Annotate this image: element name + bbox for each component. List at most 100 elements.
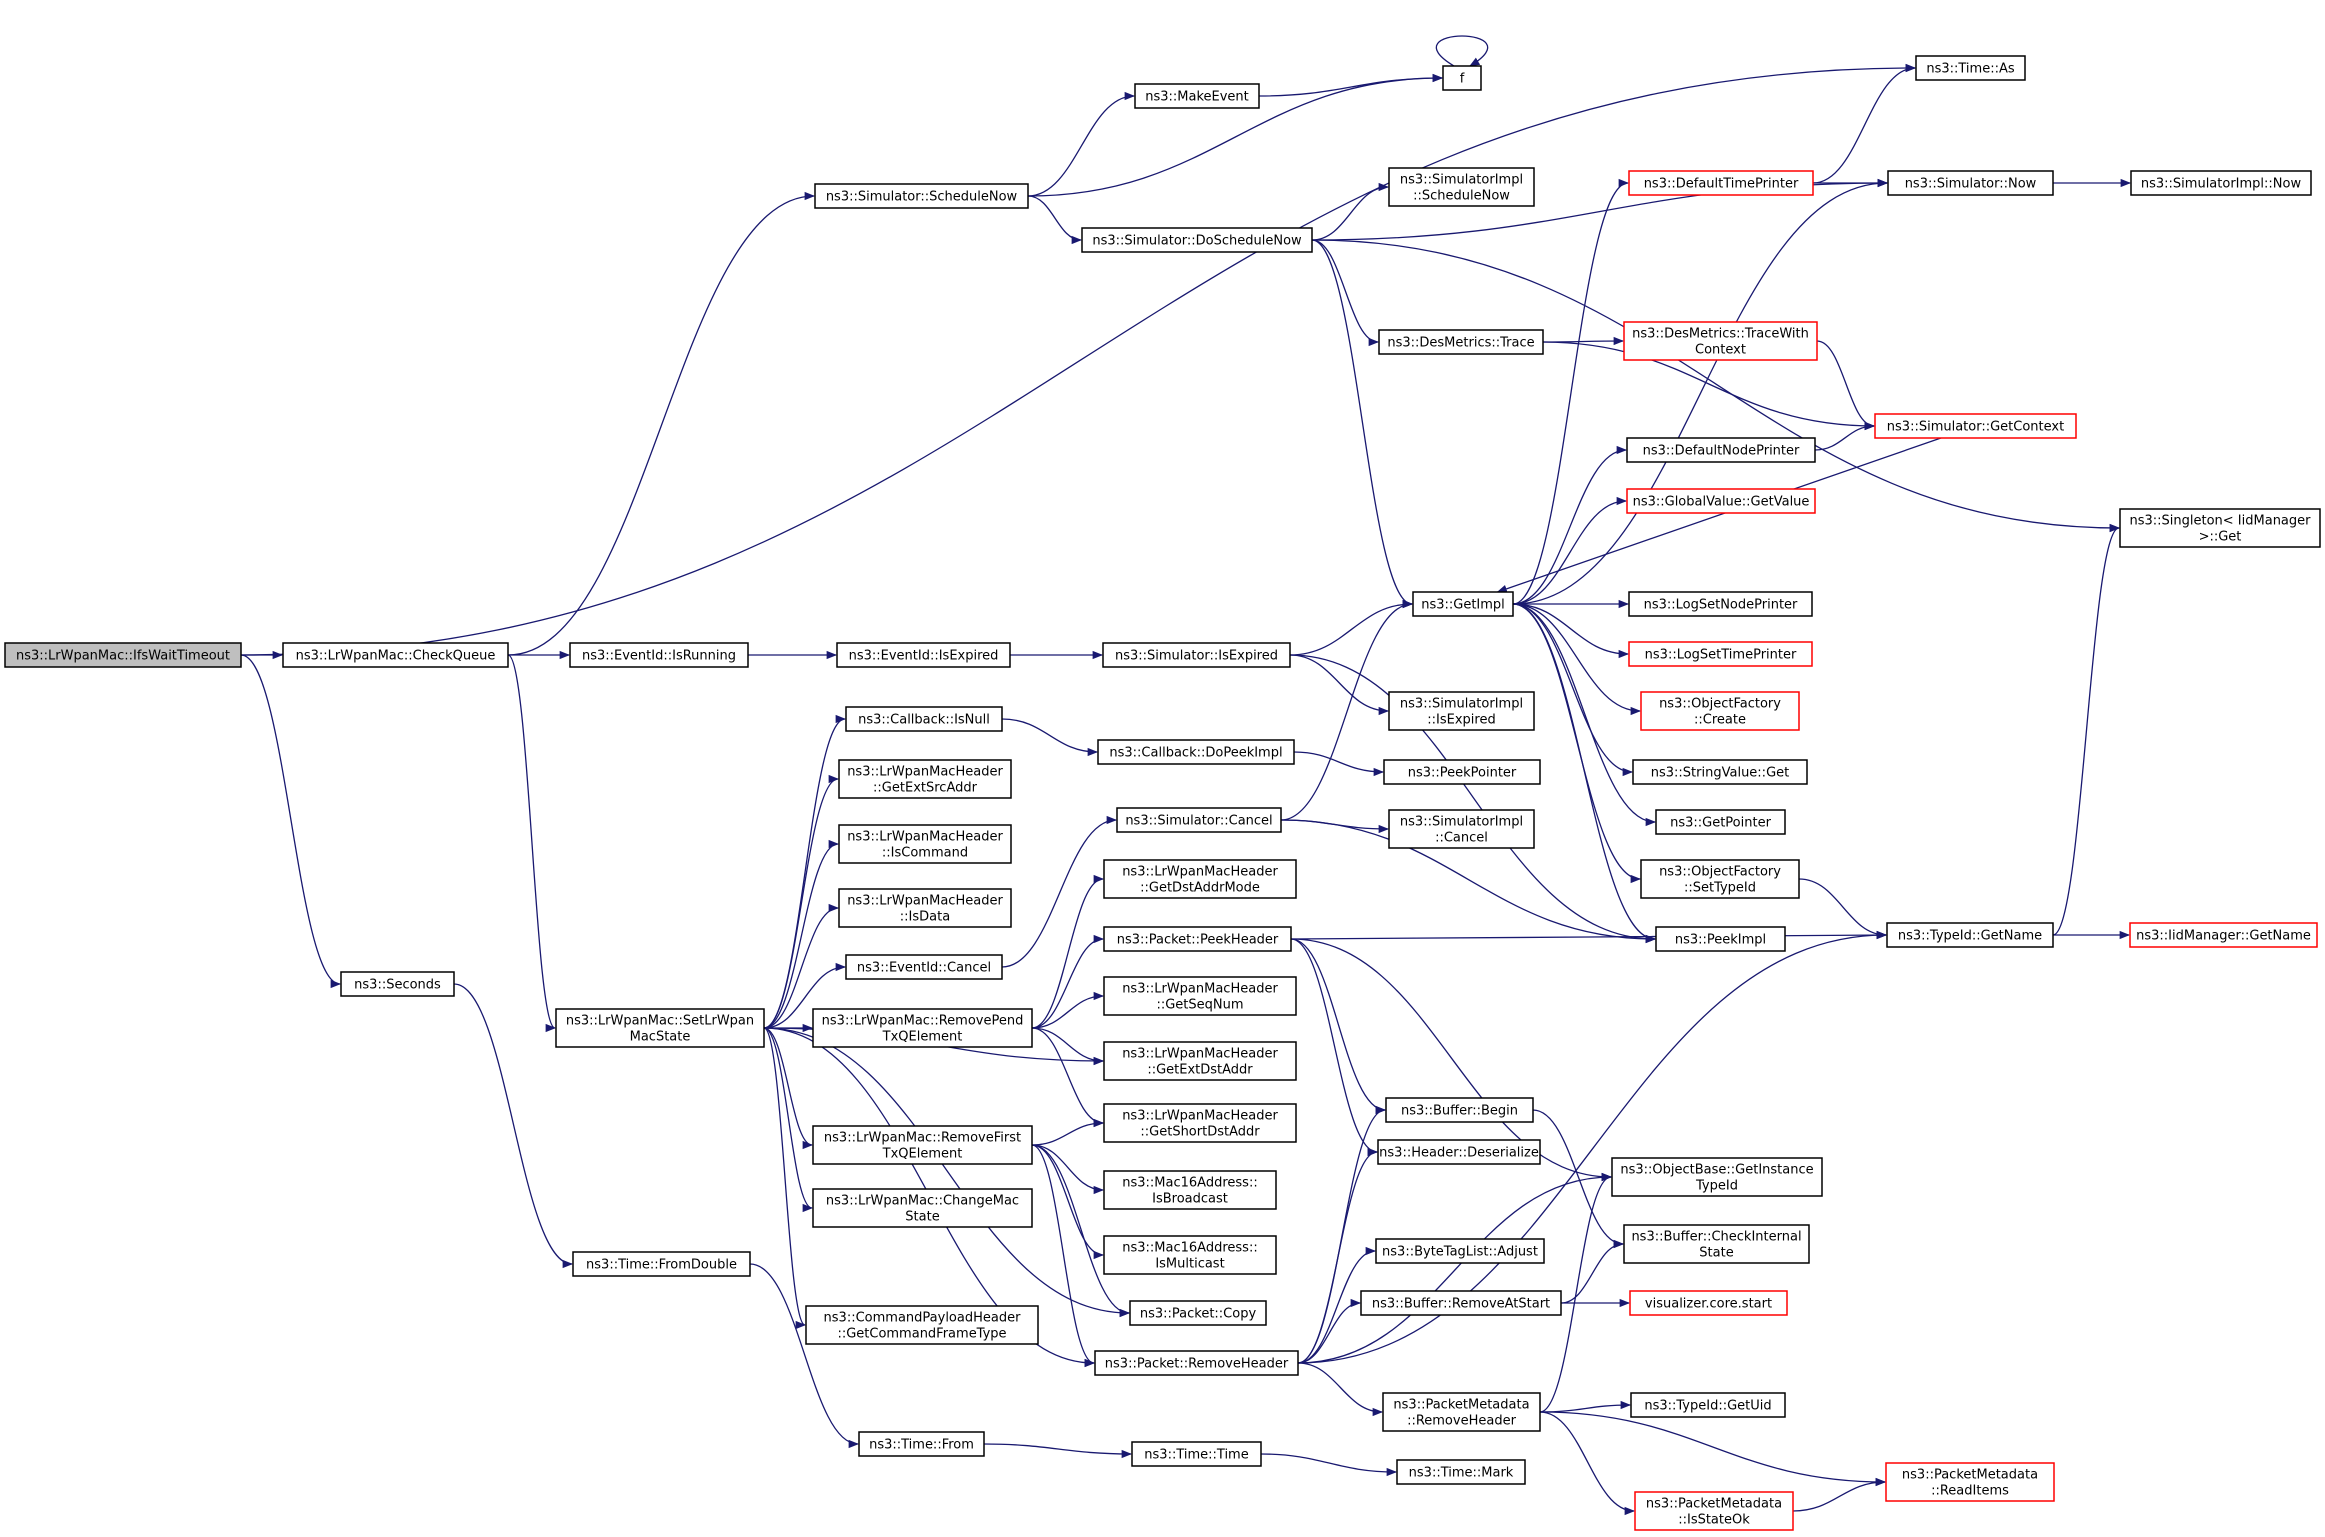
function-node-box[interactable] — [2119, 508, 2321, 548]
function-node-box[interactable] — [1385, 1097, 1534, 1123]
function-node-box[interactable] — [1097, 739, 1295, 765]
function-node-box[interactable] — [1129, 1300, 1267, 1326]
function-node[interactable]: ns3::LrWpanMacHeader::GetExtSrcAddr — [838, 759, 1012, 799]
function-node[interactable]: ns3::PacketMetadata::IsStateOk — [1634, 1491, 1794, 1531]
function-node[interactable]: ns3::TypeId::GetName — [1886, 922, 2054, 948]
function-node[interactable]: ns3::Time::Time — [1131, 1441, 1262, 1467]
function-node-box[interactable] — [1081, 227, 1313, 253]
function-node[interactable]: visualizer.core.start — [1629, 1290, 1788, 1316]
function-node[interactable]: ns3::EventId::Cancel — [845, 954, 1003, 980]
function-node[interactable]: ns3::SimulatorImpl::Now — [2130, 170, 2312, 196]
function-node[interactable]: ns3::Mac16Address::IsBroadcast — [1103, 1170, 1277, 1210]
function-node-box[interactable] — [1103, 926, 1292, 952]
function-node-box[interactable] — [1623, 321, 1818, 361]
function-node-box[interactable] — [555, 1008, 765, 1048]
function-node-box[interactable] — [838, 759, 1012, 799]
function-node[interactable]: ns3::MakeEvent — [1134, 83, 1260, 109]
function-node-box[interactable] — [1378, 329, 1544, 355]
function-node[interactable]: ns3::Singleton< IidManager>::Get — [2119, 508, 2321, 548]
function-node[interactable]: ns3::Time::From — [858, 1431, 985, 1457]
function-node[interactable]: ns3::ObjectFactory::Create — [1640, 691, 1800, 731]
function-node[interactable]: ns3::CommandPayloadHeader::GetCommandFra… — [805, 1305, 1039, 1345]
function-node-box[interactable] — [805, 1305, 1039, 1345]
function-node[interactable]: ns3::DesMetrics::Trace — [1378, 329, 1544, 355]
function-node-box[interactable] — [1886, 922, 2054, 948]
function-node-box[interactable] — [4, 642, 242, 668]
function-node[interactable]: ns3::Simulator::Cancel — [1116, 807, 1282, 833]
function-node[interactable]: ns3::SimulatorImpl::Cancel — [1388, 809, 1535, 849]
function-node-box[interactable] — [572, 1251, 751, 1277]
function-node[interactable]: ns3::LrWpanMacHeader::GetDstAddrMode — [1103, 859, 1297, 899]
function-node-box[interactable] — [1382, 1392, 1541, 1432]
function-node-box[interactable] — [1874, 413, 2077, 439]
function-node-box[interactable] — [812, 1188, 1033, 1228]
function-node[interactable]: ns3::Packet::RemoveHeader — [1094, 1350, 1299, 1376]
function-node[interactable]: ns3::IidManager::GetName — [2129, 922, 2318, 948]
function-node-box[interactable] — [340, 971, 455, 997]
function-node-box[interactable] — [2129, 922, 2318, 948]
function-node-box[interactable] — [838, 824, 1012, 864]
function-node[interactable]: ns3::Simulator::DoScheduleNow — [1081, 227, 1313, 253]
function-node-box[interactable] — [1103, 1170, 1277, 1210]
function-node[interactable]: ns3::EventId::IsExpired — [836, 642, 1011, 668]
function-node-box[interactable] — [1632, 759, 1808, 785]
function-node-box[interactable] — [845, 954, 1003, 980]
function-node-box[interactable] — [1383, 759, 1541, 785]
function-node[interactable]: ns3::DefaultNodePrinter — [1626, 437, 1816, 463]
function-node[interactable]: ns3::Simulator::GetContext — [1874, 413, 2077, 439]
function-node-box[interactable] — [1640, 691, 1800, 731]
function-node-box[interactable] — [1094, 1350, 1299, 1376]
function-node[interactable]: ns3::PacketMetadata::RemoveHeader — [1382, 1392, 1541, 1432]
function-node-box[interactable] — [1360, 1290, 1562, 1316]
function-node[interactable]: ns3::ByteTagList::Adjust — [1375, 1238, 1545, 1264]
function-node[interactable]: ns3::LrWpanMacHeader::GetShortDstAddr — [1103, 1103, 1297, 1143]
function-node[interactable]: ns3::Simulator::Now — [1887, 170, 2054, 196]
function-node[interactable]: ns3::EventId::IsRunning — [569, 642, 749, 668]
function-node-box[interactable] — [1102, 642, 1291, 668]
function-node-box[interactable] — [1915, 55, 2026, 81]
function-node[interactable]: ns3::PacketMetadata::ReadItems — [1885, 1462, 2055, 1502]
function-node-box[interactable] — [814, 183, 1029, 209]
function-node-box[interactable] — [1628, 591, 1813, 617]
function-node-box[interactable] — [1611, 1157, 1823, 1197]
function-node[interactable]: ns3::Packet::PeekHeader — [1103, 926, 1292, 952]
function-node[interactable]: ns3::Simulator::ScheduleNow — [814, 183, 1029, 209]
function-node-box[interactable] — [1388, 691, 1535, 731]
function-node[interactable]: ns3::DefaultTimePrinter — [1628, 170, 1814, 196]
function-node-box[interactable] — [1103, 976, 1297, 1016]
function-node-box[interactable] — [1640, 859, 1800, 899]
function-node-box[interactable] — [1628, 170, 1814, 196]
function-node-box[interactable] — [1103, 859, 1297, 899]
function-node[interactable]: ns3::Time::FromDouble — [572, 1251, 751, 1277]
function-node[interactable]: ns3::Time::Mark — [1396, 1459, 1526, 1485]
function-node[interactable]: ns3::LrWpanMacHeader::GetExtDstAddr — [1103, 1041, 1297, 1081]
function-node-box[interactable] — [1103, 1235, 1277, 1275]
function-node-box[interactable] — [282, 642, 509, 668]
function-node-box[interactable] — [1388, 809, 1535, 849]
function-node[interactable]: ns3::LogSetNodePrinter — [1628, 591, 1813, 617]
function-node-box[interactable] — [1131, 1441, 1262, 1467]
function-node[interactable]: ns3::Header::Deserialize — [1377, 1139, 1541, 1165]
function-node-box[interactable] — [838, 888, 1012, 928]
function-node[interactable]: f — [1442, 65, 1482, 91]
function-node[interactable]: ns3::GetPointer — [1655, 809, 1786, 835]
function-node-box[interactable] — [1134, 83, 1260, 109]
function-node-box[interactable] — [1103, 1103, 1297, 1143]
function-node-box[interactable] — [1116, 807, 1282, 833]
function-node[interactable]: ns3::LrWpanMacHeader::IsCommand — [838, 824, 1012, 864]
function-node-box[interactable] — [1887, 170, 2054, 196]
function-node-box[interactable] — [1396, 1459, 1526, 1485]
function-node[interactable]: ns3::LrWpanMacHeader::IsData — [838, 888, 1012, 928]
function-node[interactable]: ns3::SimulatorImpl::ScheduleNow — [1388, 167, 1535, 207]
function-node-box[interactable] — [1628, 641, 1813, 667]
function-node-box[interactable] — [1375, 1238, 1545, 1264]
function-node[interactable]: ns3::PeekImpl — [1655, 926, 1786, 952]
function-node[interactable]: ns3::SimulatorImpl::IsExpired — [1388, 691, 1535, 731]
function-node-box[interactable] — [1377, 1139, 1541, 1165]
function-node-box[interactable] — [1885, 1462, 2055, 1502]
function-node-box[interactable] — [1655, 926, 1786, 952]
